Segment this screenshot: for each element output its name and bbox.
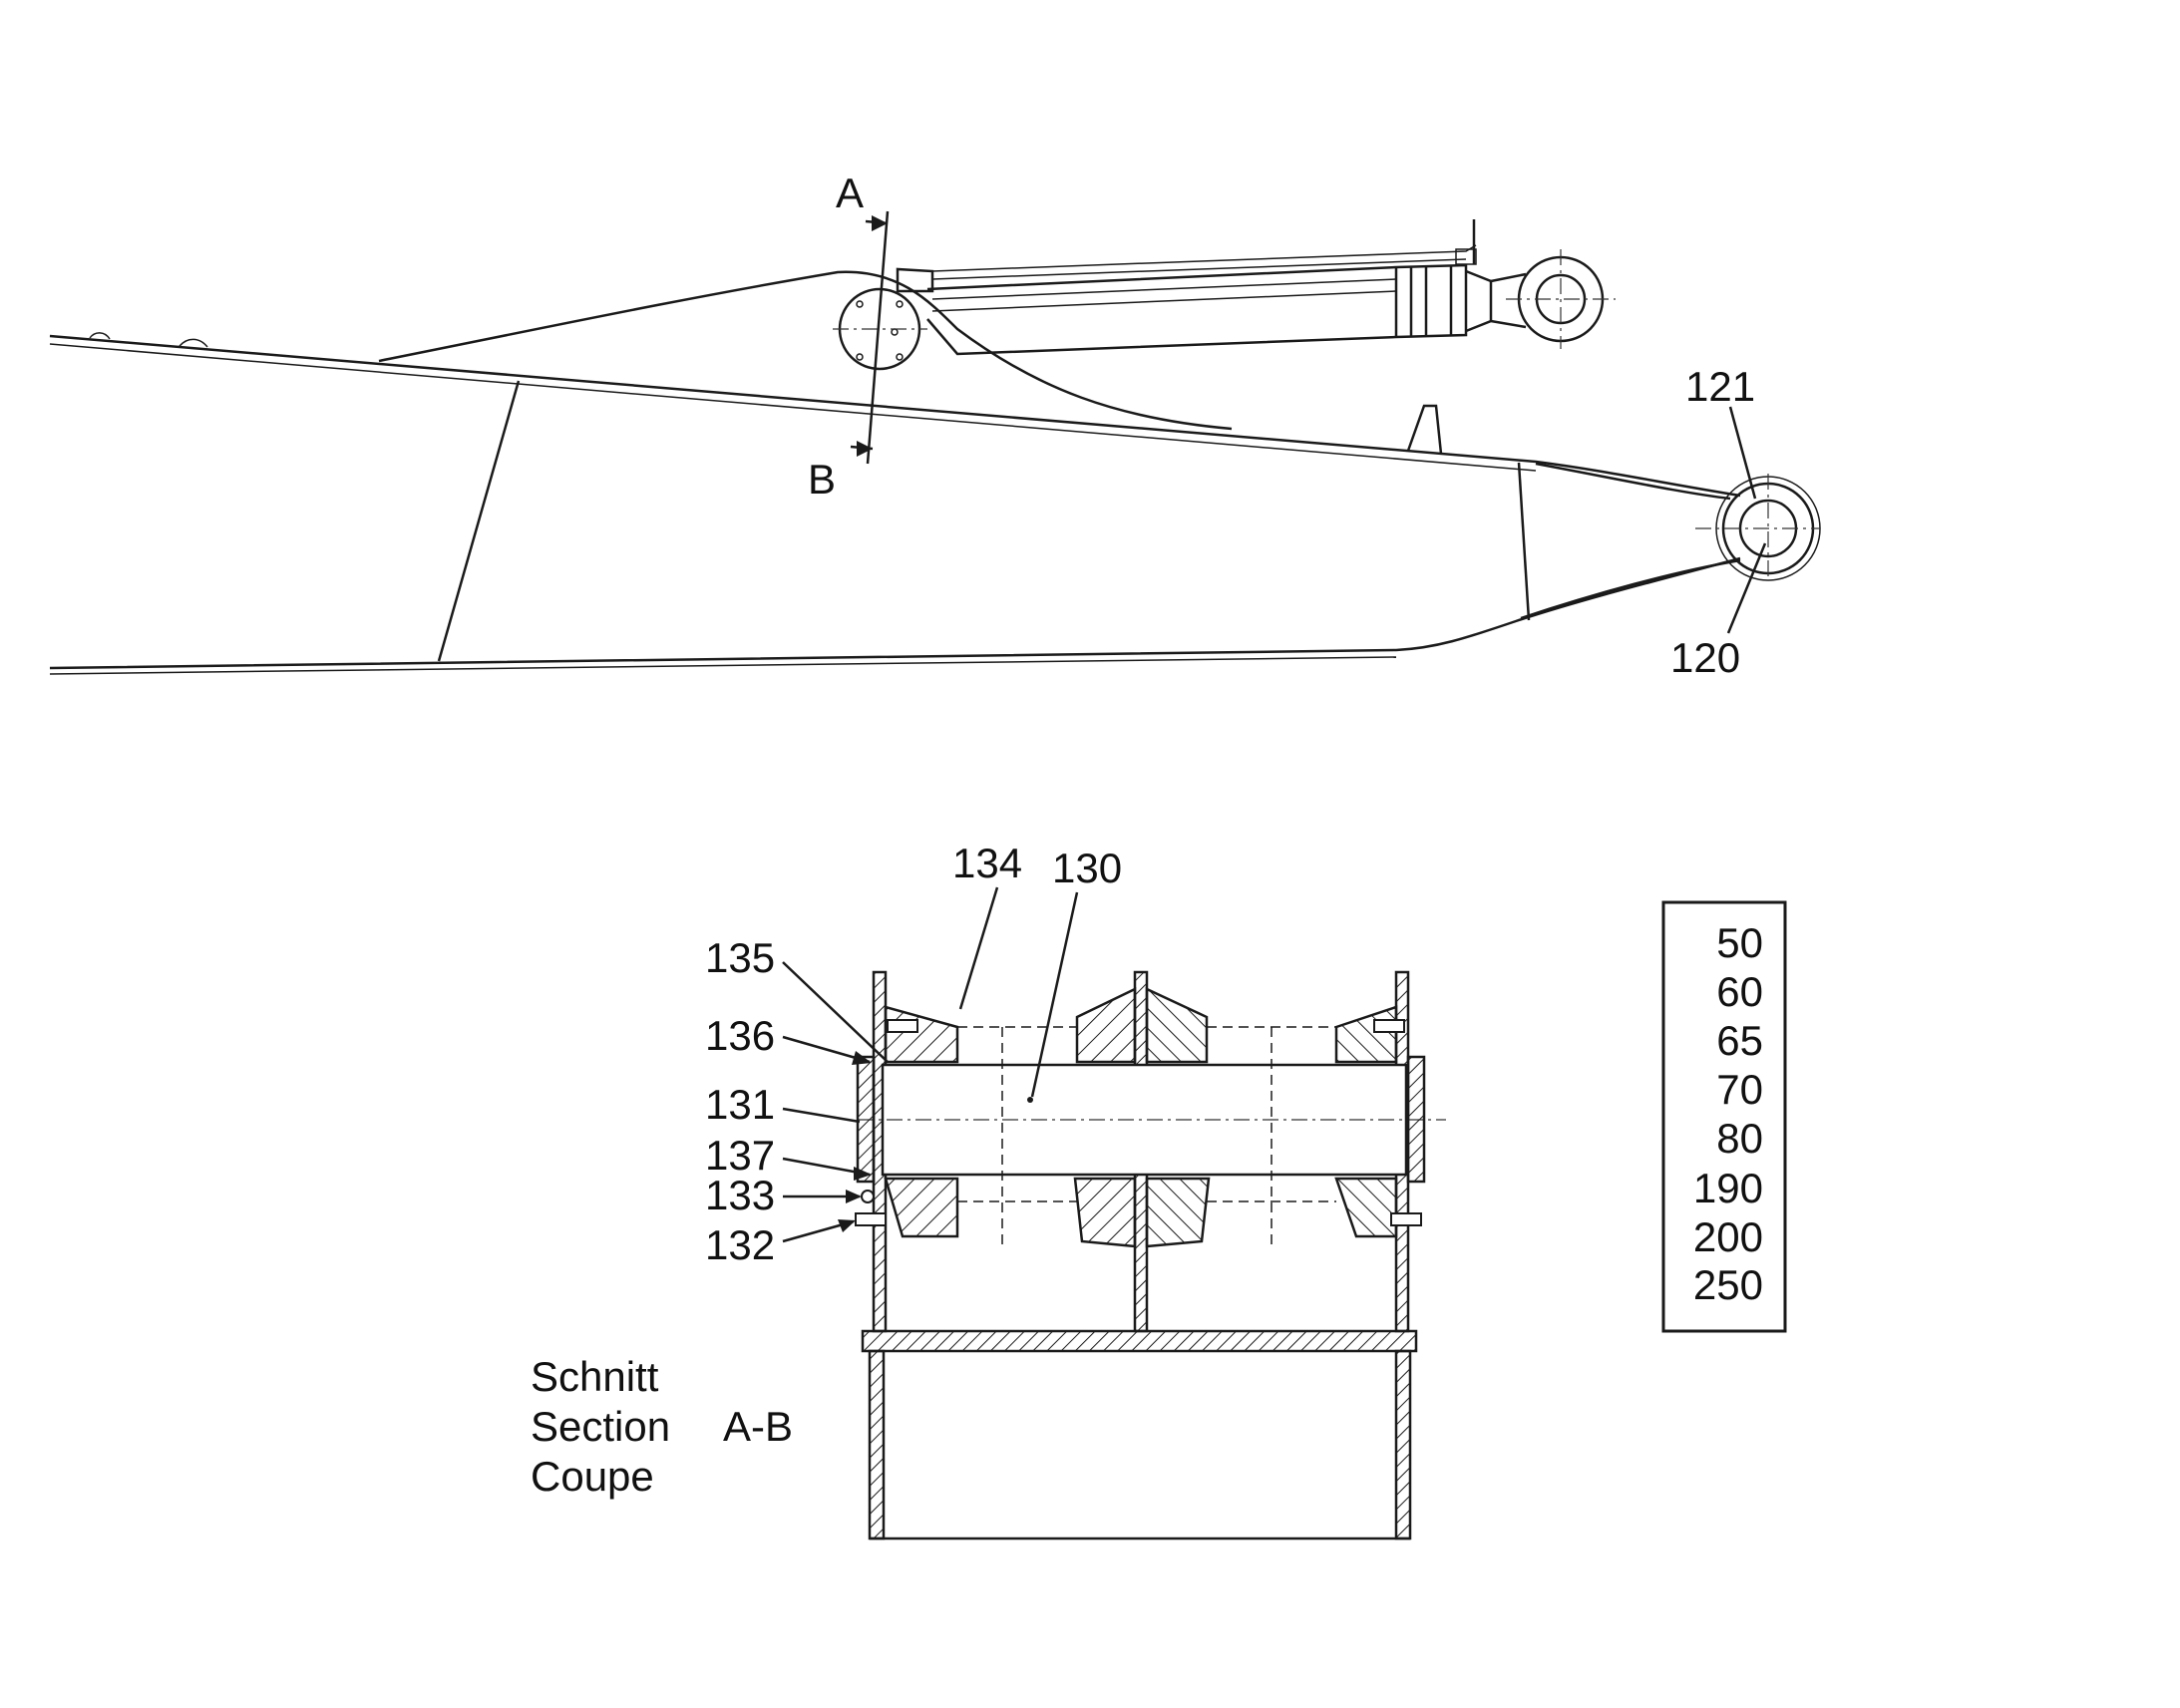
reference-item: 80 <box>1716 1115 1763 1162</box>
lower-box-right-wall <box>1394 1349 1412 1540</box>
boom-side-view: A B 121 120 <box>49 170 1821 681</box>
bushing-upper-mid-right <box>1145 987 1209 1064</box>
leader-120 <box>1726 542 1767 634</box>
leader-131 <box>782 1107 861 1124</box>
callout-135: 135 <box>705 934 775 981</box>
leader-121 <box>1728 406 1757 500</box>
boom-stiffener-2 <box>1517 462 1531 621</box>
bolt-132 <box>855 1212 887 1226</box>
bushing-lower-right <box>1334 1177 1398 1238</box>
callout-137: 137 <box>705 1132 775 1179</box>
section-mark-a: A <box>836 170 864 216</box>
bushing-upper-left <box>884 1005 959 1064</box>
bushing-upper-right <box>1334 1005 1398 1064</box>
bushing-lower-left <box>884 1177 959 1238</box>
boom-top-edge-inner <box>49 343 1537 472</box>
boom-bottom-edge-inner <box>49 656 1397 675</box>
hydraulic-cylinder <box>896 219 1616 356</box>
section-mark-b: B <box>808 456 836 503</box>
caption-section: Section <box>531 1403 670 1450</box>
lower-box-left-wall <box>868 1349 886 1540</box>
section-ab-view: 134 130 135 136 131 137 133 132 Schnitt … <box>531 840 1446 1540</box>
section-cut-line <box>866 210 890 465</box>
bushing-lower-mid-right <box>1145 1177 1211 1248</box>
callout-136: 136 <box>705 1012 775 1059</box>
caption-section-id: A-B <box>723 1403 793 1450</box>
reference-item: 200 <box>1693 1213 1763 1260</box>
bolt-lower-right <box>1390 1212 1422 1226</box>
callout-130: 130 <box>1052 845 1122 891</box>
callout-121: 121 <box>1685 363 1755 410</box>
callout-131: 131 <box>705 1081 775 1128</box>
boom-top-bump <box>89 332 208 348</box>
bushing-upper-mid-left <box>1075 987 1137 1064</box>
bushing-lower-mid-left <box>1073 1177 1137 1248</box>
boom-nose <box>1520 462 1741 620</box>
boom-fin <box>1406 404 1443 455</box>
callout-133: 133 <box>705 1172 775 1218</box>
boom-hump <box>378 270 1233 431</box>
callout-134: 134 <box>952 840 1022 886</box>
washer-133 <box>861 1190 875 1203</box>
reference-box: 50 60 65 70 80 190 200 250 <box>1661 900 1787 1333</box>
caption-coupe: Coupe <box>531 1453 654 1500</box>
boom-tip-pin <box>1695 474 1821 581</box>
reference-item: 65 <box>1716 1017 1763 1064</box>
bolt-upper-left <box>887 1019 918 1033</box>
reference-item: 60 <box>1716 968 1763 1015</box>
leader-135 <box>782 961 889 1063</box>
leader-130 <box>1030 891 1079 1098</box>
leader-134 <box>958 886 999 1010</box>
boom-bottom-edge <box>49 556 1741 670</box>
callout-120: 120 <box>1670 634 1740 681</box>
reference-item: 190 <box>1693 1165 1763 1211</box>
reference-box-frame <box>1661 900 1787 1333</box>
bolt-upper-right <box>1373 1019 1405 1033</box>
reference-item: 70 <box>1716 1066 1763 1113</box>
lower-box-top-plate <box>861 1329 1418 1353</box>
callout-132: 132 <box>705 1221 775 1268</box>
pin-130 <box>881 1063 1408 1177</box>
boom-stiffener-1 <box>437 380 521 662</box>
end-plate-131 <box>856 1055 876 1184</box>
reference-item: 250 <box>1693 1261 1763 1308</box>
caption-schnitt: Schnitt <box>531 1353 659 1400</box>
boom-top-edge <box>49 334 1741 498</box>
end-plate-right <box>1406 1055 1426 1184</box>
reference-item: 50 <box>1716 919 1763 966</box>
